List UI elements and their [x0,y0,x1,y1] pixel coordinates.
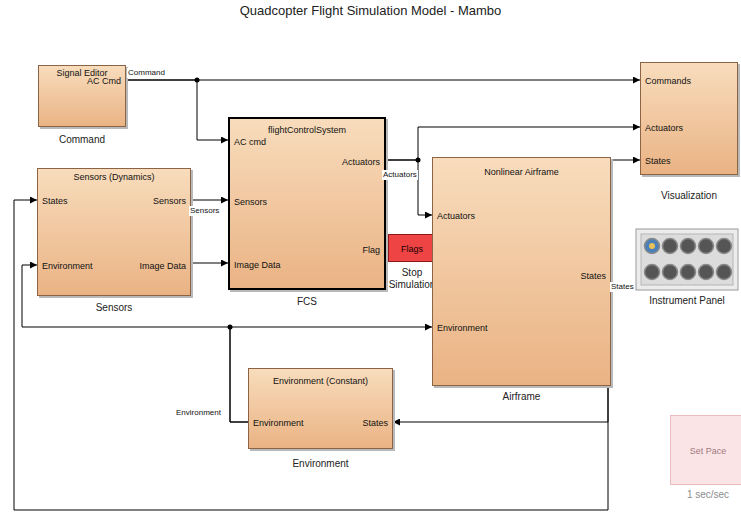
signal-line [191,200,228,201]
instrument-panel: Instrument Panel [636,229,738,290]
block-caption: Sensors [96,302,133,314]
subsystem-block: Environment (Constant)EnvironmentStatesE… [248,368,393,449]
signal-label: Sensors [189,206,220,216]
port-label: Environment [42,260,93,272]
port-label: States [42,195,68,207]
block-caption: Environment [292,458,348,470]
block-caption: FCS [297,296,317,308]
port-label: Actuators [437,210,475,222]
port-label: States [645,155,671,167]
port-label: Sensors [234,196,267,208]
subsystem-block: flightControlSystemAC cmdActuatorsSensor… [228,117,386,290]
signal-line [126,80,228,140]
block-heading: Sensors (Dynamics) [38,171,190,183]
signal-label: Command [127,68,166,78]
block-caption: 1 sec/sec [687,489,729,501]
signal-line [608,160,640,275]
block-heading: Set Pace [671,445,741,457]
block-caption: Airframe [503,391,541,403]
port-label: Actuators [342,156,380,168]
signal-line [126,80,640,81]
subsystem-block: Signal EditorAC CmdCommand [38,65,126,127]
pace-block: Set Pace1 sec/sec [670,415,741,485]
diagram-title: Quadcopter Flight Simulation Model - Mam… [0,3,741,19]
block-caption: Visualization [661,190,717,202]
block-heading: flightControlSystem [230,124,384,136]
subsystem-block: CommandsActuatorsStatesVisualization [640,62,738,175]
signal-line [386,127,640,160]
block-heading: Environment (Constant) [249,375,392,387]
signal-line [191,263,228,264]
port-label: AC cmd [234,136,266,148]
block-heading: Nonlinear Airframe [433,166,610,178]
stop-block: FlagsStop Simulation [388,234,436,262]
port-label: Environment [437,322,488,334]
signal-label: Environment [175,408,222,418]
port-label: States [580,270,606,282]
port-label: Environment [253,417,304,429]
port-label: States [362,417,388,429]
port-label: Commands [645,75,691,87]
signal-line [386,160,432,215]
block-caption: Instrument Panel [649,295,725,307]
signal-label: Actuators [382,170,418,180]
port-label: Image Data [234,259,281,271]
block-caption: Command [59,134,105,146]
signal-label: States [610,282,635,292]
subsystem-block: Sensors (Dynamics) States SensorsEnvironme… [37,168,191,296]
port-label: AC Cmd [87,75,121,87]
block-heading: Flags [389,243,435,255]
port-label: Image Data [139,260,186,272]
subsystem-block: Nonlinear AirframeActuatorsStatesEnviron… [432,157,611,386]
port-label: Flag [362,244,380,256]
port-label: Sensors [153,195,186,207]
port-label: Actuators [645,122,683,134]
